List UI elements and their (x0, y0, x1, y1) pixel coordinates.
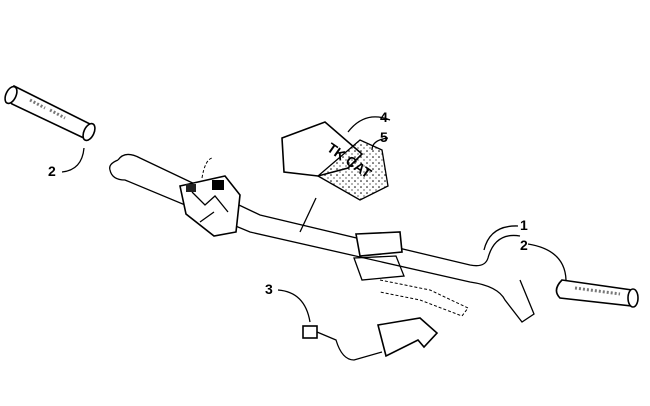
left-switch-housing (179, 157, 241, 237)
throttle-assembly (353, 231, 469, 317)
left-grip (4, 85, 96, 142)
right-grip (555, 279, 639, 308)
callout-grip-right: 2 (520, 237, 528, 253)
leader-lines (61, 116, 567, 323)
callout-pad-bottom: 5 (380, 129, 388, 145)
callout-pad-top: 4 (380, 109, 388, 125)
wiring-harness (302, 317, 439, 361)
callout-bar: 1 (520, 217, 528, 233)
callout-grip-left: 2 (48, 163, 56, 179)
callout-harness: 3 (265, 281, 273, 297)
handlebar (109, 153, 535, 323)
bar-pad: TK CAT (281, 121, 389, 233)
